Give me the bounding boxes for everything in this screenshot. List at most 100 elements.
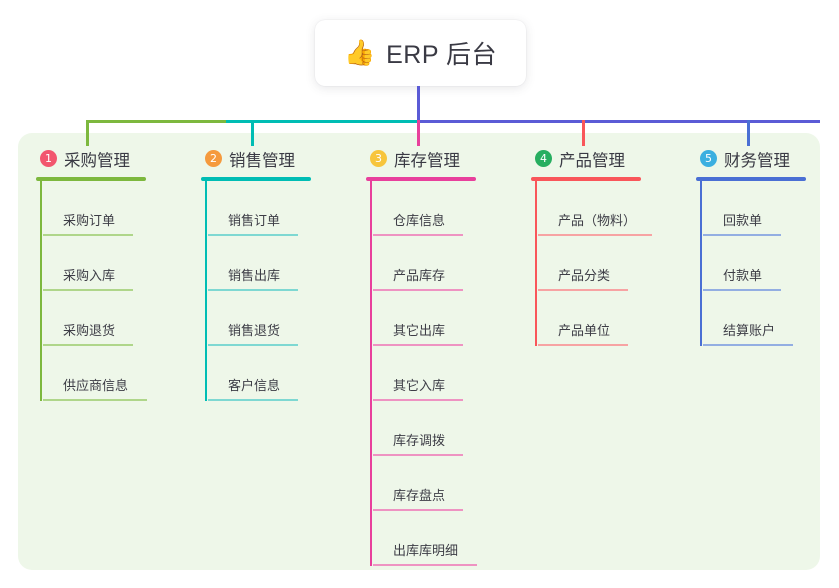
branch-leaf-list-1: 采购订单采购入库采购退货供应商信息 (36, 181, 147, 401)
leaf-item[interactable]: 产品（物料） (534, 181, 652, 236)
leaf-rule (373, 344, 463, 346)
leaf-rule (373, 399, 463, 401)
branch-leaf-list-2: 销售订单销售出库销售退货客户信息 (201, 181, 311, 401)
leaf-item[interactable]: 产品库存 (369, 236, 477, 291)
branch-spine-4 (535, 181, 537, 346)
branch-column-2: 2 销售管理销售订单销售出库销售退货客户信息 (201, 146, 311, 401)
leaf-label: 结算账户 (723, 323, 776, 338)
branch-badge-1: 1 (40, 150, 57, 167)
connector-drop-3 (417, 120, 420, 146)
branch-title-2: 销售管理 (229, 151, 295, 170)
leaf-item[interactable]: 销售出库 (204, 236, 311, 291)
leaf-item[interactable]: 回款单 (699, 181, 806, 236)
branch-leaf-list-3: 仓库信息产品库存其它出库其它入库库存调拨库存盘点出库库明细 (366, 181, 477, 566)
branch-title-3: 库存管理 (394, 151, 460, 170)
branch-badge-4: 4 (535, 150, 552, 167)
leaf-label: 产品（物料） (558, 213, 637, 228)
leaf-item[interactable]: 仓库信息 (369, 181, 477, 236)
leaf-rule (208, 344, 298, 346)
branch-spine-2 (205, 181, 207, 401)
leaf-item[interactable]: 库存盘点 (369, 456, 477, 511)
leaf-rule (373, 454, 463, 456)
leaf-item[interactable]: 客户信息 (204, 346, 311, 401)
leaf-label: 回款单 (723, 213, 763, 228)
leaf-rule (538, 289, 628, 291)
leaf-label: 产品分类 (558, 268, 611, 283)
leaf-item[interactable]: 出库库明细 (369, 511, 477, 566)
leaf-rule (208, 234, 298, 236)
branch-header-rule-5 (696, 177, 806, 181)
leaf-item[interactable]: 供应商信息 (39, 346, 147, 401)
leaf-label: 供应商信息 (63, 378, 129, 393)
branch-header-1[interactable]: 1 采购管理 (36, 146, 147, 171)
branch-leaf-list-4: 产品（物料） 产品分类产品单位 (531, 181, 652, 346)
leaf-rule (703, 344, 793, 346)
leaf-rule (373, 564, 477, 566)
branch-title-5: 财务管理 (724, 151, 790, 170)
leaf-rule (373, 289, 463, 291)
branch-leaf-list-5: 回款单付款单结算账户 (696, 181, 806, 346)
branch-header-4[interactable]: 4 产品管理 (531, 146, 652, 171)
leaf-rule (538, 344, 628, 346)
branch-header-3[interactable]: 3 库存管理 (366, 146, 477, 171)
leaf-item[interactable]: 产品单位 (534, 291, 652, 346)
leaf-item[interactable]: 库存调拨 (369, 401, 477, 456)
leaf-label: 库存盘点 (393, 488, 446, 503)
branch-header-rule-3 (366, 177, 476, 181)
leaf-label: 仓库信息 (393, 213, 446, 228)
leaf-item[interactable]: 销售订单 (204, 181, 311, 236)
leaf-label: 采购订单 (63, 213, 116, 228)
branch-column-5: 5 财务管理回款单付款单结算账户 (696, 146, 806, 346)
leaf-label: 销售订单 (228, 213, 281, 228)
branch-spine-3 (370, 181, 372, 566)
leaf-rule (43, 289, 133, 291)
leaf-rule (208, 289, 298, 291)
connector-drop-4 (582, 120, 585, 146)
leaf-item[interactable]: 其它出库 (369, 291, 477, 346)
leaf-label: 采购入库 (63, 268, 116, 283)
leaf-item[interactable]: 销售退货 (204, 291, 311, 346)
root-node[interactable]: 👍 ERP 后台 (315, 20, 526, 86)
branch-header-rule-4 (531, 177, 641, 181)
leaf-item[interactable]: 采购入库 (39, 236, 147, 291)
leaf-rule (43, 234, 133, 236)
branch-badge-3: 3 (370, 150, 387, 167)
branch-header-rule-1 (36, 177, 146, 181)
leaf-rule (208, 399, 298, 401)
branch-header-5[interactable]: 5 财务管理 (696, 146, 806, 171)
leaf-label: 其它入库 (393, 378, 446, 393)
branch-header-2[interactable]: 2 销售管理 (201, 146, 311, 171)
connector-drop-5 (747, 120, 750, 146)
leaf-item[interactable]: 产品分类 (534, 236, 652, 291)
leaf-item[interactable]: 采购订单 (39, 181, 147, 236)
leaf-label: 产品单位 (558, 323, 611, 338)
branch-column-1: 1 采购管理采购订单采购入库采购退货供应商信息 (36, 146, 147, 401)
connector-drop-1 (86, 120, 89, 146)
connector-trunk-segment-1 (86, 120, 226, 123)
leaf-rule (538, 234, 652, 236)
leaf-item[interactable]: 付款单 (699, 236, 806, 291)
leaf-label: 客户信息 (228, 378, 281, 393)
branch-title-1: 采购管理 (64, 151, 130, 170)
leaf-rule (703, 234, 781, 236)
leaf-label: 销售出库 (228, 268, 281, 283)
branch-column-4: 4 产品管理产品（物料） 产品分类产品单位 (531, 146, 652, 346)
leaf-item[interactable]: 采购退货 (39, 291, 147, 346)
leaf-item[interactable]: 结算账户 (699, 291, 806, 346)
branch-spine-5 (700, 181, 702, 346)
connector-root-stem (417, 86, 420, 123)
branch-badge-2: 2 (205, 150, 222, 167)
root-label: ERP 后台 (386, 41, 498, 69)
connector-trunk-segment-3 (418, 120, 820, 123)
leaf-rule (373, 234, 463, 236)
branch-badge-5: 5 (700, 150, 717, 167)
branch-header-rule-2 (201, 177, 311, 181)
leaf-item[interactable]: 其它入库 (369, 346, 477, 401)
connector-drop-2 (251, 120, 254, 146)
branch-spine-1 (40, 181, 42, 401)
branch-title-4: 产品管理 (559, 151, 625, 170)
diagram-panel (18, 133, 820, 570)
leaf-label: 其它出库 (393, 323, 446, 338)
thumbs-up-icon: 👍 (343, 38, 376, 67)
